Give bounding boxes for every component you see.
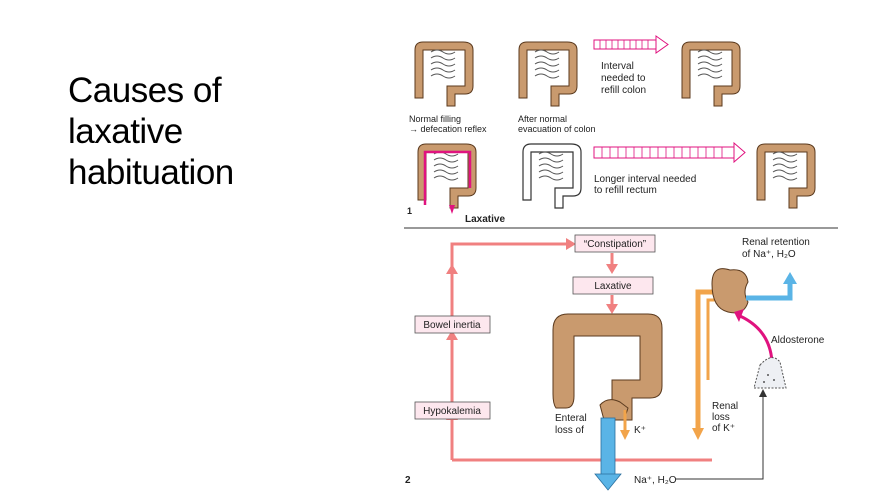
colon-normal-filling <box>415 42 473 106</box>
renal-loss-line-3: of K⁺ <box>712 423 735 434</box>
panel-1-number: 1 <box>407 206 412 216</box>
panel-1: Interval needed to refill colon Normal f… <box>407 35 815 225</box>
blue-outflow-head <box>594 473 622 491</box>
bowel-inertia-label: Bowel inertia <box>423 320 481 331</box>
colon-laxative-emptied <box>418 144 476 208</box>
colon-refilled-second <box>757 144 815 208</box>
loop-arrow-to-bowel <box>446 330 458 340</box>
normal-filling-label: Normal filling → defecation reflex <box>409 114 487 134</box>
colon-refilled <box>682 42 740 106</box>
slide-title: Causes of laxative habituation <box>68 70 368 193</box>
renal-loss-label: Renal loss of K⁺ <box>712 401 741 434</box>
blue-outflow-shaft <box>600 417 616 477</box>
normal-line-2: → defecation reflex <box>409 124 487 134</box>
interval-line-3: refill colon <box>601 85 646 96</box>
laxative-box-label: Laxative <box>594 281 632 292</box>
renal-loss-line-2: loss <box>712 412 730 423</box>
panel-2-number: 2 <box>405 475 411 486</box>
adrenal-gland <box>753 357 787 389</box>
na-h2o-label: Na⁺, H₂O <box>634 475 677 486</box>
laxative-box <box>572 276 654 295</box>
enteral-line-2: loss of <box>555 425 584 436</box>
aldosterone-arrow <box>739 314 774 363</box>
renal-tube-inner <box>706 298 722 380</box>
interval-line-2: needed to <box>601 73 646 84</box>
renal-retention-line-1: Renal retention <box>742 237 810 248</box>
interval-line-1: Interval <box>601 61 634 72</box>
loop-left-path <box>450 242 568 460</box>
after-line-2: evacuation of colon <box>518 124 596 134</box>
enteral-k-label: K⁺ <box>634 425 646 436</box>
panel-2: “Constipation” Laxative Bowel inertia Hy… <box>405 234 825 491</box>
renal-loss-line-1: Renal <box>712 401 738 412</box>
constipation-label: “Constipation” <box>584 239 646 250</box>
enteral-loss-label: Enteral loss of <box>555 413 589 436</box>
interval-arrow <box>593 35 669 54</box>
bowel-inertia-box <box>414 315 491 334</box>
renal-retention-arrow <box>746 282 793 301</box>
normal-line-1: Normal filling <box>409 114 461 124</box>
enteral-line-1: Enteral <box>555 413 587 424</box>
title-line-3: habituation <box>68 153 234 192</box>
laxative-path <box>423 150 472 205</box>
aldosterone-feedback-line <box>676 395 764 480</box>
renal-loss-arrow-head <box>692 428 704 440</box>
hypokalemia-box <box>414 401 491 420</box>
renal-retention-line-2: of Na⁺, H₂O <box>742 249 796 260</box>
loop-arrow-up <box>446 264 458 274</box>
large-colon <box>552 313 663 421</box>
longer-interval-arrow <box>593 141 746 164</box>
longer-line-2: to refill rectum <box>594 185 657 196</box>
colon-empty-second <box>523 144 581 208</box>
longer-interval-label: Longer interval needed to refill rectum <box>594 174 699 196</box>
constipation-box <box>574 234 656 253</box>
title-line-1: Causes of <box>68 71 222 110</box>
after-line-1: After normal <box>518 114 567 124</box>
kidney <box>711 268 749 314</box>
aldosterone-label: Aldosterone <box>771 335 825 346</box>
hypokalemia-label: Hypokalemia <box>423 406 481 417</box>
interval-label: Interval needed to refill colon <box>601 61 648 96</box>
loop-arrow-to-constipation <box>566 238 576 250</box>
laxative-arrow-head <box>449 205 455 214</box>
longer-line-1: Longer interval needed <box>594 174 696 185</box>
renal-retention-label: Renal retention of Na⁺, H₂O <box>742 237 813 260</box>
panel-1-laxative-label: Laxative <box>465 214 505 225</box>
after-evacuation-label: After normal evacuation of colon <box>518 114 596 134</box>
title-line-2: laxative <box>68 112 183 151</box>
colon-after-evacuation <box>519 42 577 106</box>
